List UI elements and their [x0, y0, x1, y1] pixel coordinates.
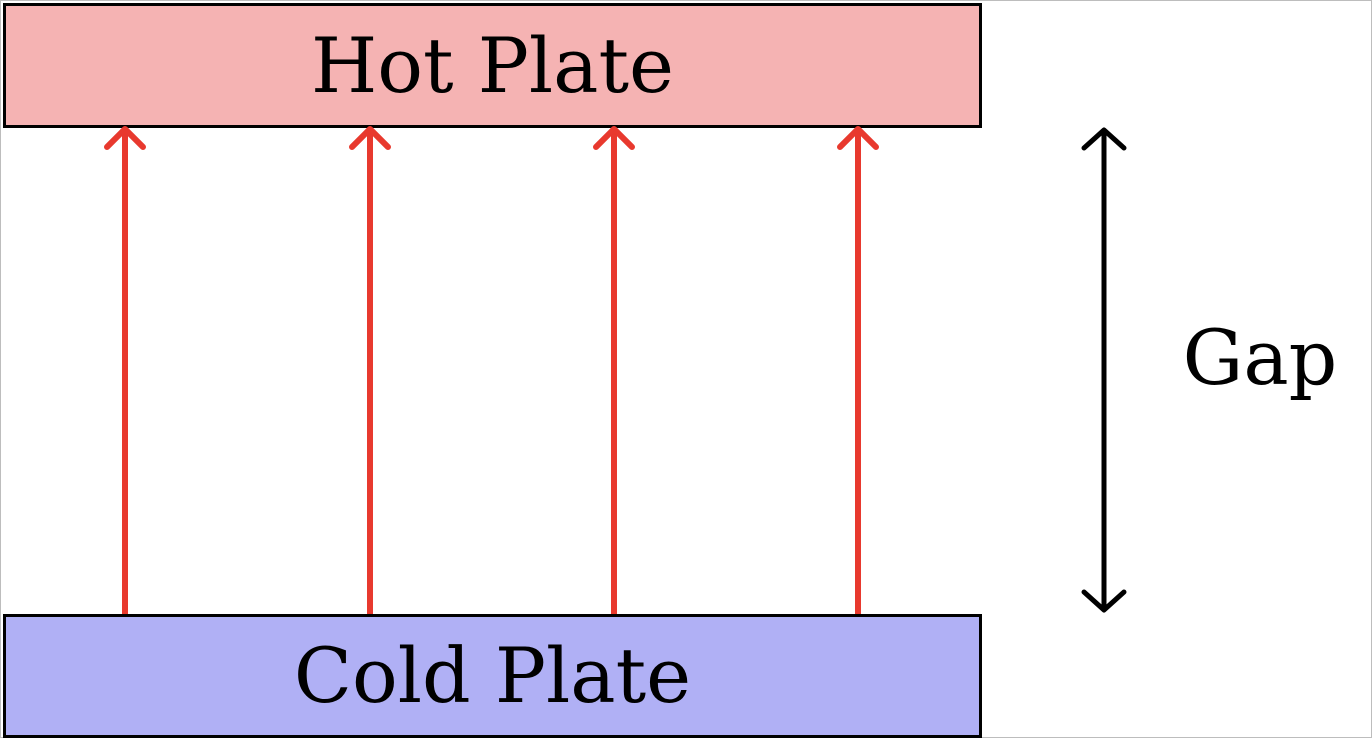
gap-label: Gap — [1182, 313, 1338, 402]
heat-arrow — [593, 126, 635, 614]
heat-arrow — [104, 126, 146, 614]
gap-arrow-head-top — [1081, 127, 1127, 151]
heat-arrow-head — [104, 126, 146, 150]
cold-plate-label: Cold Plate — [293, 631, 692, 720]
cold-plate: Cold Plate — [3, 614, 982, 738]
heat-arrow-head — [349, 126, 391, 150]
gap-dimension-arrow — [1081, 127, 1127, 613]
heat-arrows — [104, 126, 879, 614]
hot-plate-label: Hot Plate — [310, 20, 674, 110]
gap-arrow-head-bottom — [1081, 589, 1127, 613]
heat-arrow — [349, 126, 391, 614]
hot-plate: Hot Plate — [3, 3, 982, 128]
heat-arrow — [837, 126, 879, 614]
heat-arrow-head — [837, 126, 879, 150]
heat-arrow-head — [593, 126, 635, 150]
